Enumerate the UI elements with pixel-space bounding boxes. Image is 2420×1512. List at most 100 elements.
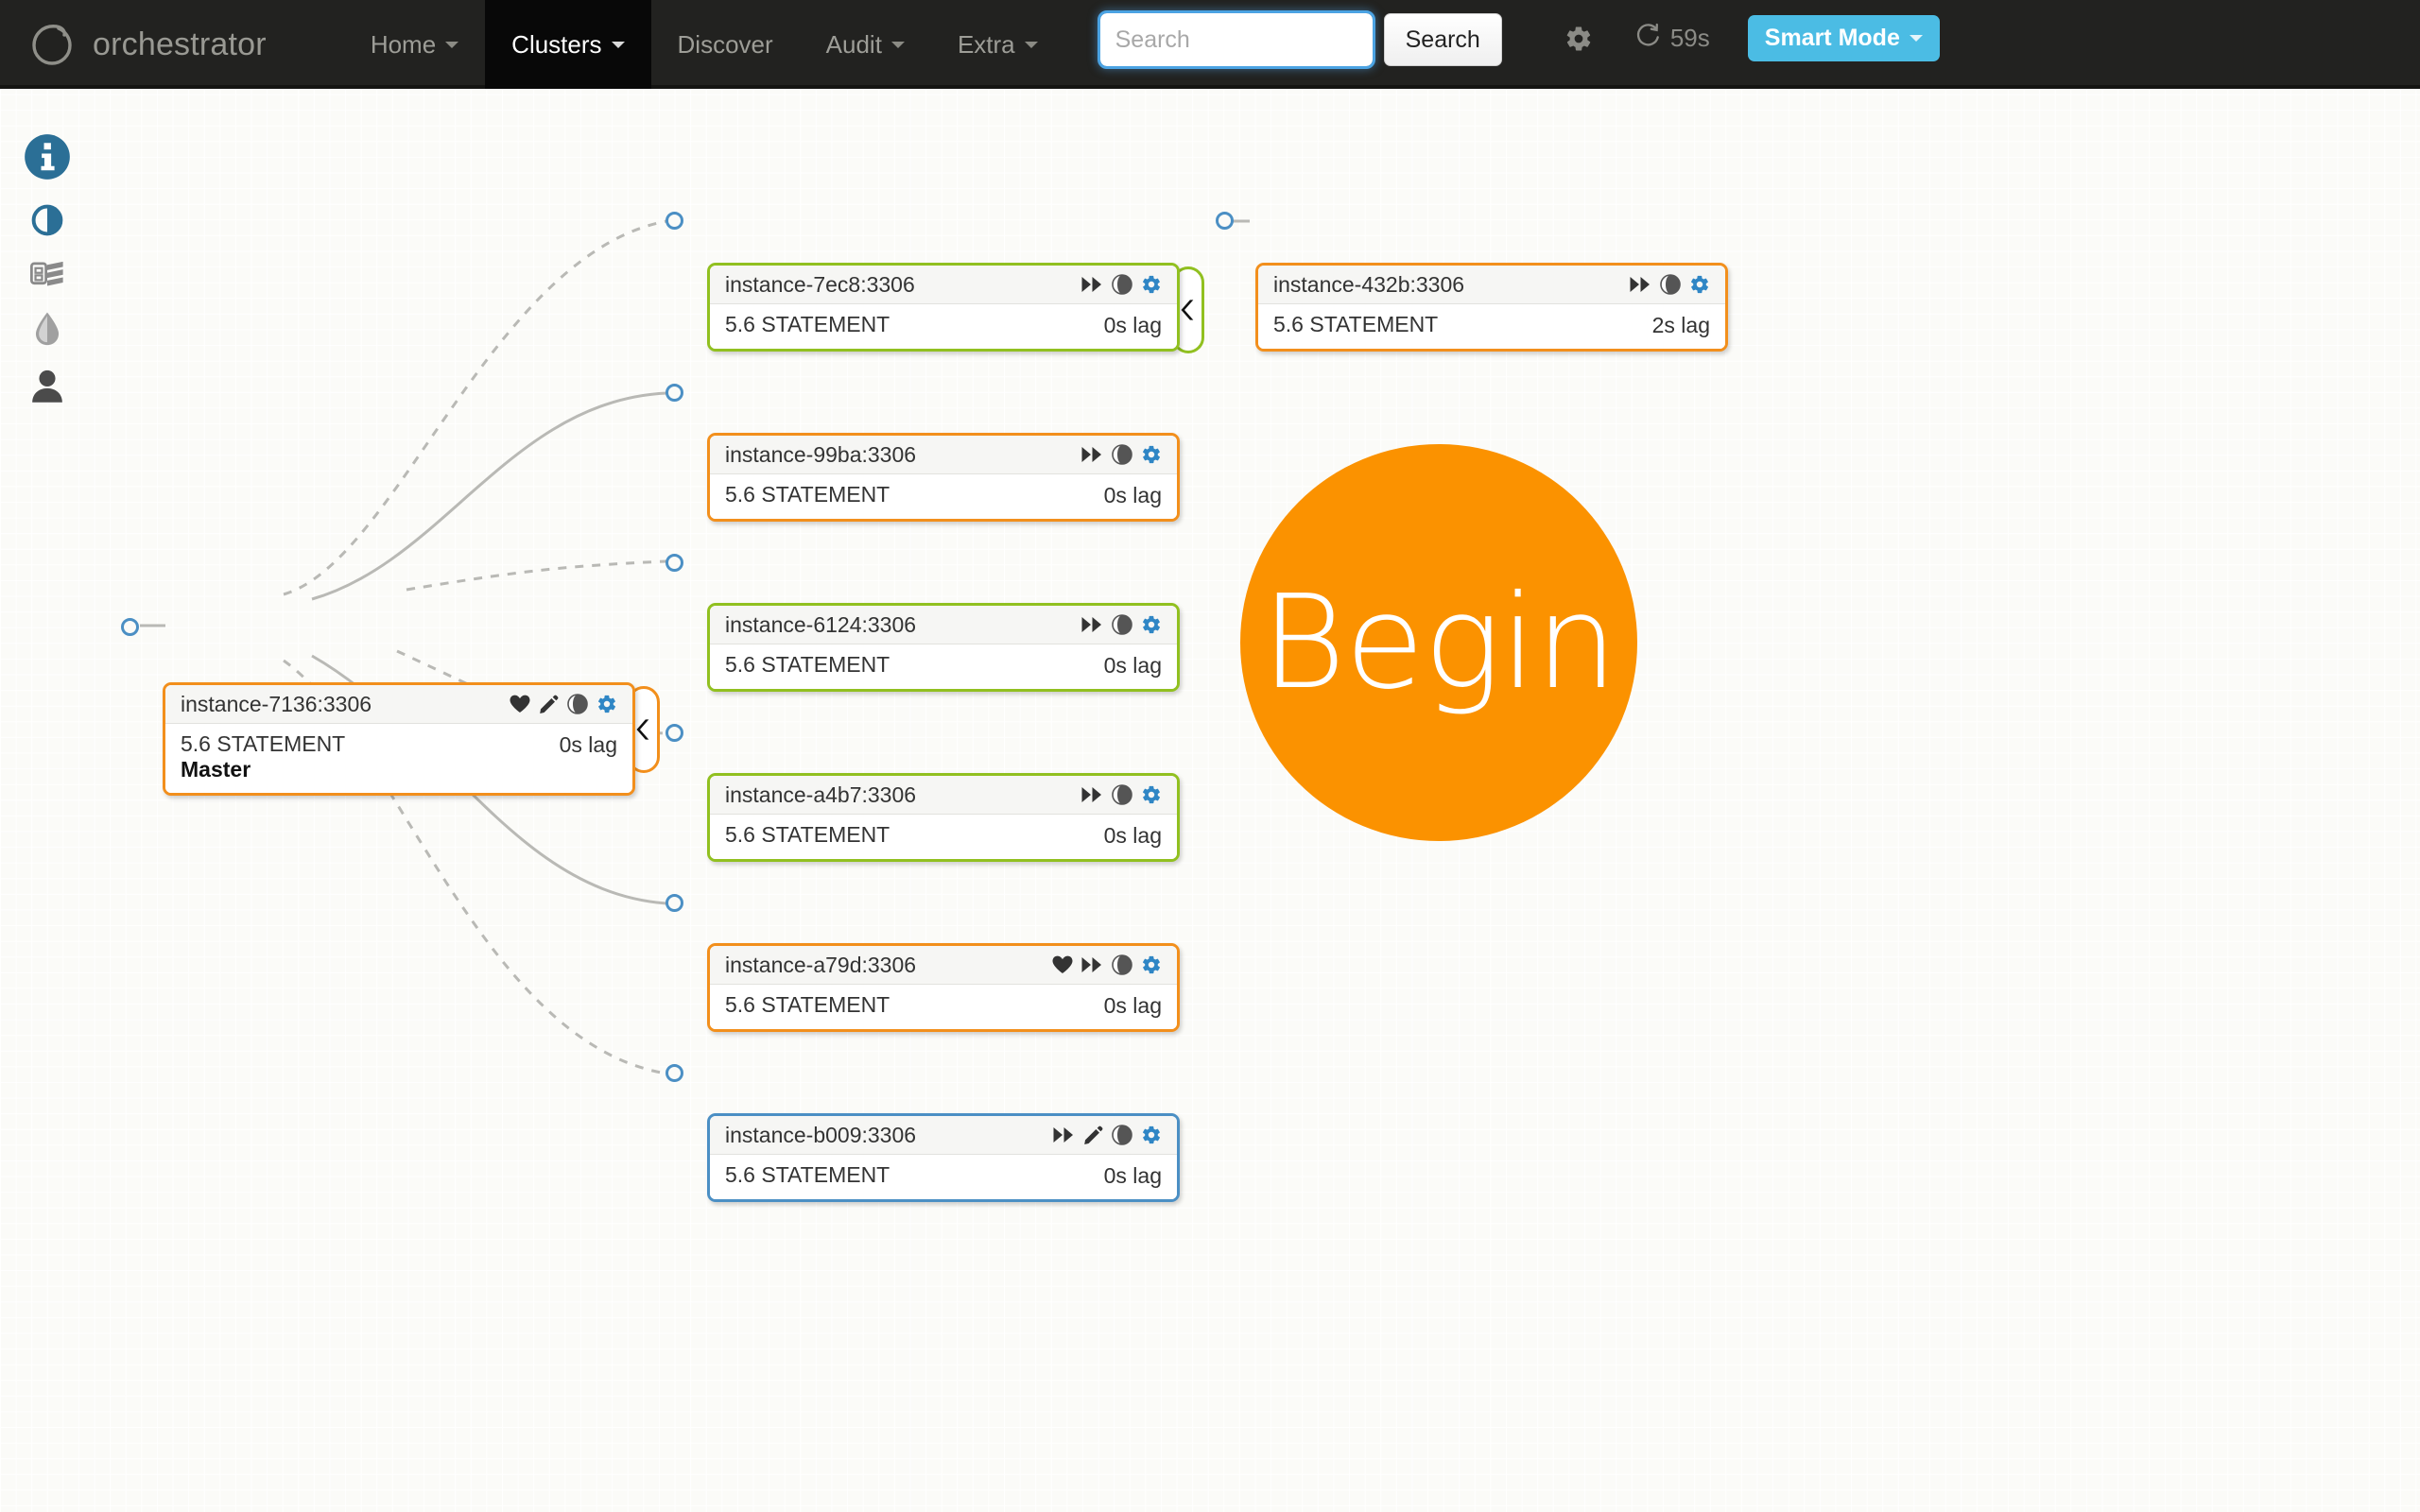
globe-icon[interactable] xyxy=(1112,444,1132,465)
fast-forward-icon[interactable] xyxy=(1081,616,1103,633)
gear-icon[interactable] xyxy=(1141,954,1162,975)
heart-icon[interactable] xyxy=(510,695,530,713)
node-version: 5.6 STATEMENT xyxy=(725,1162,890,1187)
nav-items: Home Clusters Discover Audit Extra xyxy=(344,0,1064,89)
pencil-icon[interactable] xyxy=(539,695,559,714)
info-icon[interactable] xyxy=(23,132,72,186)
node-body: 5.6 STATEMENT 0s lag xyxy=(710,474,1177,519)
topology-node-r5[interactable]: instance-a79d:3306 5.6 STATEMENT 0s lag xyxy=(707,943,1180,1032)
begin-bubble-label: Begin xyxy=(1260,567,1617,718)
gear-icon[interactable] xyxy=(1540,25,1617,53)
begin-bubble[interactable]: Begin xyxy=(1240,444,1637,841)
node-connector-dot-r2 xyxy=(666,384,683,402)
node-action-icons xyxy=(1052,954,1162,975)
refresh-icon xyxy=(1634,22,1661,55)
fast-forward-icon[interactable] xyxy=(1053,1126,1075,1143)
search-button[interactable]: Search xyxy=(1383,13,1502,66)
topology-node-r1[interactable]: instance-7ec8:3306 5.6 STATEMENT 0s lag xyxy=(707,263,1180,352)
fast-forward-icon[interactable] xyxy=(1081,446,1103,463)
globe-icon[interactable] xyxy=(567,694,588,714)
topology-node-r3[interactable]: instance-6124:3306 5.6 STATEMENT 0s lag xyxy=(707,603,1180,692)
globe-icon[interactable] xyxy=(1112,1125,1132,1145)
node-header: instance-432b:3306 xyxy=(1258,266,1725,304)
node-body: 5.6 STATEMENT 0s lag xyxy=(710,815,1177,859)
nav-item-extra[interactable]: Extra xyxy=(931,0,1064,89)
node-connector-dot-r4 xyxy=(666,724,683,742)
topology-node-master[interactable]: instance-7136:3306 5.6 STATEMENT Mast xyxy=(163,682,635,797)
node-body: 5.6 STATEMENT 0s lag xyxy=(710,304,1177,349)
node-header: instance-99ba:3306 xyxy=(710,436,1177,474)
topology-canvas: instance-7136:3306 5.6 STATEMENT Mast xyxy=(0,89,2420,1512)
nav-item-discover[interactable]: Discover xyxy=(651,0,800,89)
navbar-right-controls: 59s Smart Mode xyxy=(1540,15,1940,61)
node-version: 5.6 STATEMENT xyxy=(725,822,890,847)
node-left-notch xyxy=(707,636,710,668)
fast-forward-icon[interactable] xyxy=(1081,276,1103,293)
node-body: 5.6 STATEMENT Master 0s lag xyxy=(165,724,632,794)
node-title: instance-a79d:3306 xyxy=(725,952,917,977)
refresh-countdown-label: 59s xyxy=(1669,24,1710,52)
heart-icon[interactable] xyxy=(1052,955,1073,974)
node-left-notch xyxy=(163,715,165,747)
globe-icon[interactable] xyxy=(1112,614,1132,635)
fast-forward-icon[interactable] xyxy=(1630,276,1651,293)
fast-forward-icon[interactable] xyxy=(1081,956,1103,973)
node-body: 5.6 STATEMENT 0s lag xyxy=(710,644,1177,689)
node-title: instance-b009:3306 xyxy=(725,1122,917,1147)
node-lag: 0s lag xyxy=(1103,993,1162,1018)
node-lag: 2s lag xyxy=(1651,313,1710,337)
node-header: instance-a4b7:3306 xyxy=(710,776,1177,815)
node-lag: 0s lag xyxy=(1103,483,1162,507)
gear-icon[interactable] xyxy=(1141,614,1162,635)
topology-node-r2[interactable]: instance-99ba:3306 5.6 STATEMENT 0s lag xyxy=(707,433,1180,522)
node-title: instance-a4b7:3306 xyxy=(725,782,917,807)
contrast-icon[interactable] xyxy=(30,203,64,242)
pencil-icon[interactable] xyxy=(1083,1125,1103,1145)
topology-node-r6[interactable]: instance-b009:3306 5.6 STATEMENT 0s lag xyxy=(707,1113,1180,1202)
topology-node-r1a[interactable]: instance-432b:3306 5.6 STATEMENT 2s lag xyxy=(1255,263,1728,352)
node-body: 5.6 STATEMENT 0s lag xyxy=(710,1155,1177,1199)
node-lag: 0s lag xyxy=(1103,653,1162,678)
globe-icon[interactable] xyxy=(1112,784,1132,805)
brand-link[interactable]: orchestrator xyxy=(0,0,267,89)
gear-icon[interactable] xyxy=(1689,274,1710,295)
node-version: 5.6 STATEMENT xyxy=(1273,312,1439,336)
globe-icon[interactable] xyxy=(1112,954,1132,975)
node-action-icons xyxy=(1081,444,1162,465)
refresh-countdown[interactable]: 59s xyxy=(1617,22,1727,55)
node-lag: 0s lag xyxy=(559,732,617,757)
node-title: instance-432b:3306 xyxy=(1273,271,1465,297)
brand-title: orchestrator xyxy=(93,26,267,62)
user-icon[interactable] xyxy=(30,369,64,409)
gear-icon[interactable] xyxy=(596,694,617,714)
gear-icon[interactable] xyxy=(1141,274,1162,295)
chevron-down-icon xyxy=(1909,35,1923,42)
nav-item-clusters[interactable]: Clusters xyxy=(485,0,651,89)
nav-item-label: Audit xyxy=(825,29,882,59)
gear-icon[interactable] xyxy=(1141,784,1162,805)
node-header: instance-a79d:3306 xyxy=(710,946,1177,985)
node-action-icons xyxy=(510,694,617,714)
chevron-down-icon xyxy=(890,41,905,48)
globe-icon[interactable] xyxy=(1112,274,1132,295)
topology-node-r4[interactable]: instance-a4b7:3306 5.6 STATEMENT 0s lag xyxy=(707,773,1180,862)
gear-icon[interactable] xyxy=(1141,1125,1162,1145)
node-body-left: 5.6 STATEMENT Master xyxy=(181,731,345,782)
node-lag: 0s lag xyxy=(1103,1163,1162,1188)
compress-icon[interactable] xyxy=(30,259,64,294)
globe-icon[interactable] xyxy=(1660,274,1681,295)
nav-item-label: Home xyxy=(370,29,437,59)
nav-item-audit[interactable]: Audit xyxy=(800,0,931,89)
search-input[interactable] xyxy=(1097,10,1375,69)
node-title: instance-99ba:3306 xyxy=(725,441,917,467)
smart-mode-label: Smart Mode xyxy=(1764,25,1900,51)
gear-icon[interactable] xyxy=(1141,444,1162,465)
fast-forward-icon[interactable] xyxy=(1081,786,1103,803)
smart-mode-button[interactable]: Smart Mode xyxy=(1747,15,1940,61)
chevron-down-icon xyxy=(611,41,625,48)
node-connector-dot-r3 xyxy=(666,554,683,572)
nav-item-home[interactable]: Home xyxy=(344,0,485,89)
tint-icon[interactable] xyxy=(32,311,62,352)
search-form: Search xyxy=(1097,10,1502,69)
topology-edges xyxy=(140,219,1250,1075)
